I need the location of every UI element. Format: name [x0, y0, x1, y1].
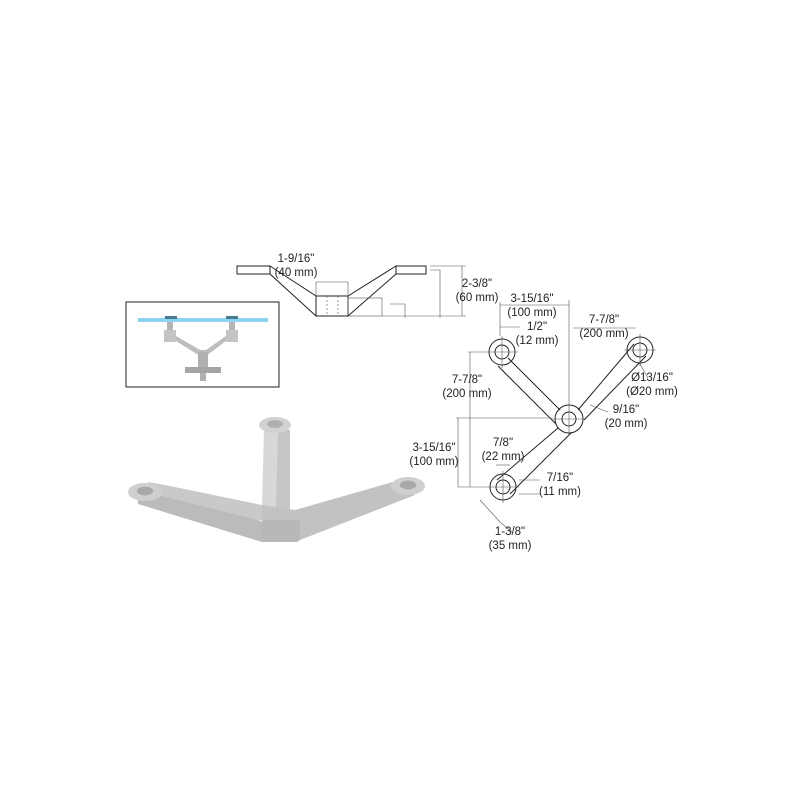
side-height-imperial: 2-3/8" [462, 278, 492, 290]
span-right-metric: (200 mm) [579, 328, 628, 340]
span-right-imperial: 7-7/8" [589, 314, 619, 326]
pad-outer-metric: (35 mm) [489, 540, 532, 552]
span-left-metric: (200 mm) [442, 388, 491, 400]
top-view-drawing [456, 300, 656, 533]
offset-top-metric: (100 mm) [507, 307, 556, 319]
offset-bottom-metric: (100 mm) [409, 456, 458, 468]
hole-dia-metric: (Ø20 mm) [626, 386, 678, 398]
pad-thick-imperial: 7/16" [547, 472, 573, 484]
hole-dia-imperial: Ø13/16" [631, 372, 673, 384]
installation-inset [125, 301, 280, 388]
pad-dia-metric: (22 mm) [482, 451, 525, 463]
pad-thick-metric: (11 mm) [539, 486, 581, 498]
product-photo [128, 417, 425, 542]
side-width-imperial: 1-9/16" [278, 253, 315, 265]
offset-top-imperial: 3-15/16" [510, 293, 553, 305]
side-height-metric: (60 mm) [456, 292, 499, 304]
hub-thick-metric: (20 mm) [605, 418, 648, 430]
arm-width-imperial: 1/2" [527, 321, 547, 333]
arm-width-metric: (12 mm) [516, 335, 559, 347]
offset-bottom-imperial: 3-15/16" [412, 442, 455, 454]
span-left-imperial: 7-7/8" [452, 374, 482, 386]
side-view-drawing [236, 265, 466, 318]
hub-thick-imperial: 9/16" [613, 404, 639, 416]
pad-outer-imperial: 1-3/8" [495, 526, 525, 538]
side-width-metric: (40 mm) [275, 267, 318, 279]
pad-dia-imperial: 7/8" [493, 437, 513, 449]
